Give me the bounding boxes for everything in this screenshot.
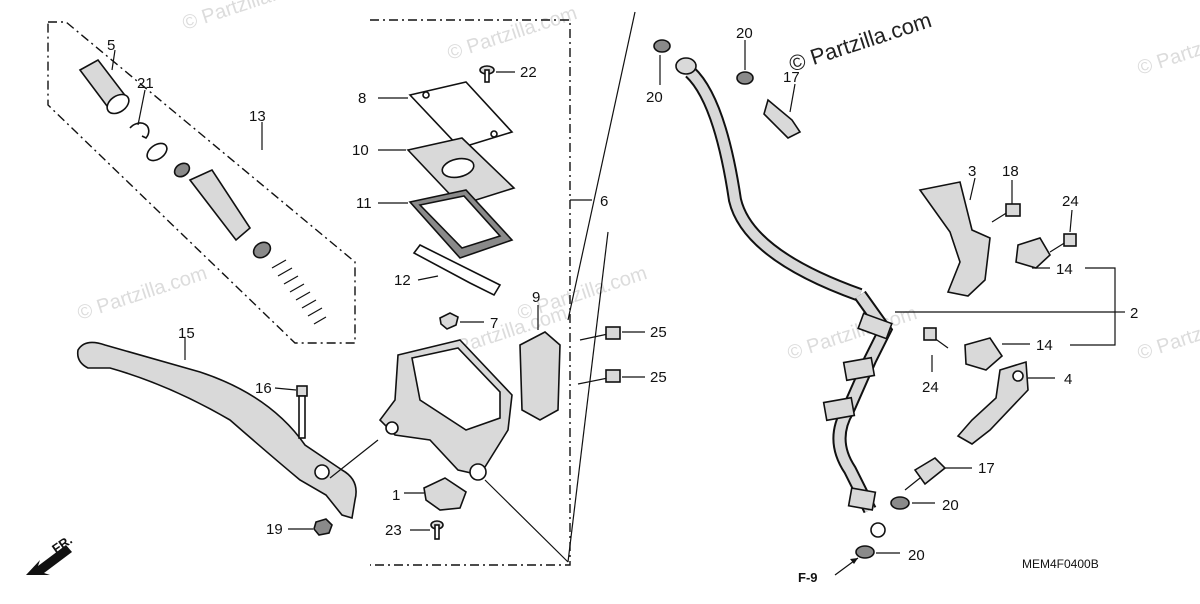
callout-13: 13	[249, 108, 266, 125]
front-arrow: FR.	[26, 532, 75, 575]
callout-25a: 25	[650, 324, 667, 341]
front-arrow-label: FR.	[49, 532, 75, 556]
pivot-bolt	[296, 385, 308, 439]
callout-17b: 17	[978, 460, 995, 477]
stay-hole	[1012, 370, 1024, 382]
callout-6: 6	[600, 193, 608, 210]
float	[412, 243, 502, 297]
bracket	[1070, 267, 1116, 346]
callout-8: 8	[358, 90, 366, 107]
callout-25b: 25	[650, 369, 667, 386]
washer	[146, 142, 168, 162]
callout-1: 1	[392, 487, 400, 504]
piston	[188, 168, 252, 242]
hose-clamp	[964, 337, 1004, 371]
callout-20c: 20	[942, 497, 959, 514]
lever-pivot-hole	[314, 464, 330, 480]
assembly-line	[567, 231, 609, 563]
piston-boot	[78, 58, 130, 115]
reference-arrowhead	[850, 558, 858, 564]
diagram-code: MEM4F0400B	[1022, 557, 1099, 571]
watermark: © Partzilla.com	[445, 2, 580, 65]
callout-24a: 24	[1062, 193, 1079, 210]
callout-19: 19	[266, 521, 283, 538]
sealing-washer	[890, 496, 910, 510]
hose-stay-lower	[956, 360, 1029, 445]
callout-4: 4	[1064, 371, 1072, 388]
callout-9: 9	[532, 289, 540, 306]
callout-2: 2	[1130, 305, 1138, 322]
plate-hole	[441, 157, 475, 179]
callout-18: 18	[1002, 163, 1019, 180]
assembly-line	[484, 479, 569, 563]
secondary-cup	[173, 162, 191, 178]
circlip	[129, 122, 150, 139]
watermark: © Partzilla.com	[180, 0, 315, 35]
callout-22: 22	[520, 64, 537, 81]
leader	[969, 177, 976, 201]
leader	[1069, 209, 1073, 233]
cap-hole	[422, 91, 430, 99]
callout-21: 21	[137, 75, 154, 92]
stop-switch	[423, 477, 467, 511]
watermark: © Partzilla.com	[1135, 302, 1200, 365]
callout-20b: 20	[736, 25, 753, 42]
callout-5: 5	[107, 37, 115, 54]
callout-10: 10	[352, 142, 369, 159]
callout-15: 15	[178, 325, 195, 342]
watermark: © Partzilla.com	[75, 262, 210, 325]
piston-kit-outline	[47, 21, 356, 344]
switch-screw	[430, 520, 444, 540]
watermark-group: © Partzilla.com © Partzilla.com © Partzi…	[75, 0, 1200, 365]
brake-lever	[76, 341, 357, 520]
clamp-bolt	[923, 327, 949, 349]
cap-hole	[490, 130, 498, 138]
reservoir-cap	[408, 81, 514, 149]
holder-bolt	[579, 326, 621, 341]
banjo-bolt-top	[653, 39, 802, 139]
callout-11: 11	[356, 195, 372, 212]
assembly-line	[329, 439, 379, 479]
watermark: © Partzilla.com	[1135, 17, 1200, 80]
master-cylinder-body	[378, 339, 513, 481]
callout-17a: 17	[783, 69, 800, 86]
callout-20d: 20	[908, 547, 925, 564]
leader	[417, 275, 439, 281]
callout-14b: 14	[1036, 337, 1053, 354]
cap-screw	[479, 65, 495, 83]
hose-stay-upper	[918, 181, 991, 297]
callout-7: 7	[490, 315, 498, 332]
leader	[274, 387, 297, 391]
master-cylinder-assy-outline	[370, 19, 571, 566]
banjo-bolt-lower	[904, 456, 947, 491]
clamp-bolt	[1049, 233, 1077, 253]
holder-bolt	[577, 369, 621, 385]
primary-cup	[252, 241, 272, 259]
master-cylinder-holder	[519, 331, 561, 421]
brake-hose	[684, 66, 894, 538]
diaphragm-inner	[418, 195, 502, 249]
watermark-main: © Partzilla.com	[786, 7, 935, 77]
leader	[789, 83, 796, 113]
leader	[137, 89, 146, 126]
callout-3: 3	[968, 163, 976, 180]
pivot-nut	[313, 518, 333, 536]
sealing-washer	[855, 545, 875, 559]
screw	[439, 312, 459, 330]
assembly-line	[567, 11, 636, 321]
section-reference: F-9	[798, 570, 818, 585]
hose-clamp	[1015, 237, 1052, 269]
stay-bolt	[991, 203, 1021, 223]
leader	[111, 49, 116, 71]
callout-24b: 24	[922, 379, 939, 396]
callout-23: 23	[385, 522, 402, 539]
callout-14a: 14	[1056, 261, 1073, 278]
callout-16: 16	[255, 380, 272, 397]
callout-20a: 20	[646, 89, 663, 106]
return-spring	[271, 259, 327, 325]
callout-12: 12	[394, 272, 411, 289]
